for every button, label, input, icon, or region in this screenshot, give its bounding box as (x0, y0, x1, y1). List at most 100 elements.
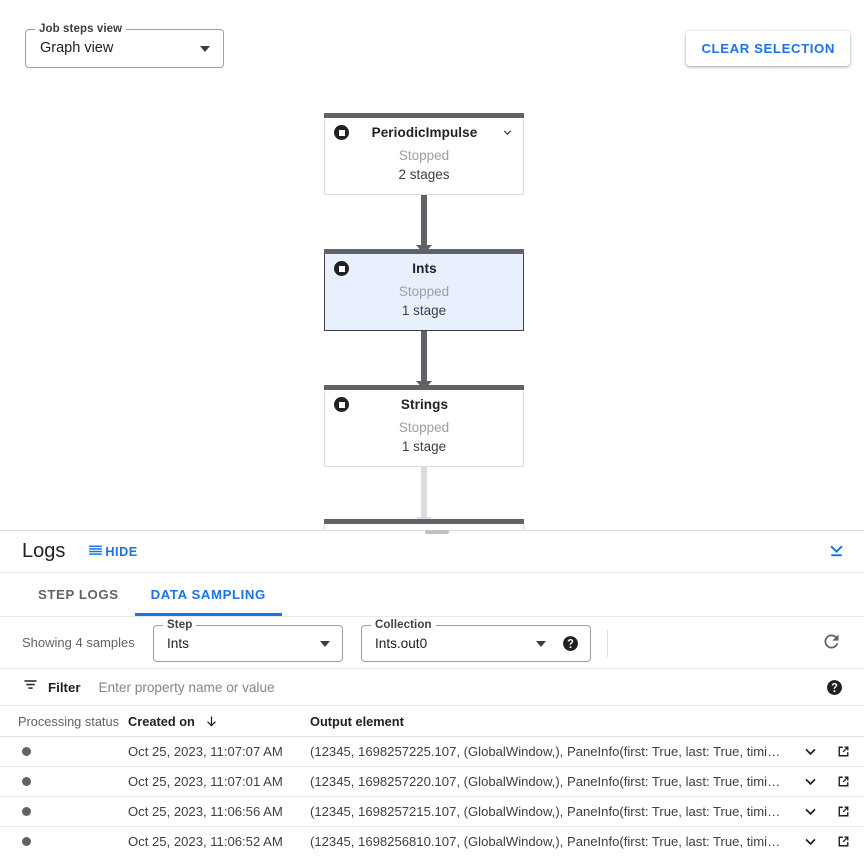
graph-edge-3 (416, 467, 432, 526)
row-output-element: (12345, 1698257225.107, (GlobalWindow,),… (310, 744, 792, 759)
node-stages: 2 stages (398, 167, 450, 182)
help-circle-icon (826, 680, 843, 699)
row-open-cell (828, 803, 864, 820)
node-status: Stopped (398, 284, 450, 299)
clear-selection-button[interactable]: CLEAR SELECTION (686, 31, 850, 66)
chevron-down-icon (801, 838, 820, 854)
controls-divider (607, 630, 608, 657)
sampling-controls: Showing 4 samples Step Ints Collection I… (0, 617, 864, 669)
samples-table: Processing status Created on Output elem… (0, 706, 864, 856)
row-expand-button[interactable] (801, 802, 820, 821)
row-processing-status (0, 743, 128, 761)
job-steps-view-value: Graph view (40, 40, 114, 57)
row-processing-status (0, 803, 128, 821)
tab-data-sampling[interactable]: DATA SAMPLING (134, 573, 283, 616)
help-circle-icon[interactable] (562, 635, 579, 652)
column-header-created-on-label: Created on (128, 713, 195, 729)
step-select[interactable]: Step Ints (153, 619, 343, 662)
row-output-element: (12345, 1698256810.107, (GlobalWindow,),… (310, 834, 792, 849)
chevron-down-icon (320, 640, 330, 647)
job-steps-view-select[interactable]: Job steps view Graph view (25, 23, 224, 68)
row-expand-cell (792, 832, 828, 851)
logs-header: Logs HIDE (0, 531, 864, 573)
graph-canvas[interactable]: PeriodicImpulse Stopped 2 stages Ints (0, 0, 864, 531)
step-select-value: Ints (167, 635, 189, 651)
stop-circle-icon (334, 261, 349, 276)
row-open-in-new-button[interactable] (835, 803, 852, 820)
graph-node-ints[interactable]: Ints Stopped 1 stage (324, 249, 524, 331)
row-open-cell (828, 773, 864, 790)
row-open-cell (828, 833, 864, 850)
filter-bar: Filter (0, 669, 864, 706)
collapse-panel-button[interactable] (824, 540, 848, 564)
graph-node-offscreen[interactable] (324, 519, 524, 531)
graph-edge-2 (416, 331, 432, 390)
table-header-row: Processing status Created on Output elem… (0, 706, 864, 737)
chevron-down-icon (801, 778, 820, 794)
row-output-element: (12345, 1698257220.107, (GlobalWindow,),… (310, 774, 792, 789)
graph-node-periodicimpulse[interactable]: PeriodicImpulse Stopped 2 stages (324, 113, 524, 195)
collection-select-label: Collection (371, 619, 436, 631)
logs-panel: Logs HIDE (0, 531, 864, 856)
column-header-created-on[interactable]: Created on (128, 714, 310, 729)
table-row[interactable]: Oct 25, 2023, 11:06:56 AM (12345, 169825… (0, 797, 864, 827)
row-processing-status (0, 773, 128, 791)
row-open-cell (828, 743, 864, 760)
collapse-down-icon (826, 540, 847, 564)
tab-step-logs[interactable]: STEP LOGS (22, 573, 135, 616)
filter-help-button[interactable] (826, 679, 843, 696)
table-row[interactable]: Oct 25, 2023, 11:06:52 AM (12345, 169825… (0, 827, 864, 856)
row-open-in-new-button[interactable] (835, 743, 852, 760)
logs-tabs: STEP LOGS DATA SAMPLING (0, 573, 864, 617)
hide-logs-label: HIDE (105, 544, 138, 559)
filter-list-icon (22, 676, 39, 698)
filter-input[interactable] (98, 679, 699, 695)
open-in-new-icon (835, 806, 852, 823)
showing-samples-text: Showing 4 samples (22, 635, 135, 650)
step-select-label: Step (163, 619, 197, 631)
row-open-in-new-button[interactable] (835, 773, 852, 790)
row-expand-button[interactable] (801, 772, 820, 791)
refresh-button[interactable] (819, 631, 843, 655)
node-header: Strings (325, 390, 523, 419)
node-status: Stopped (398, 420, 450, 435)
row-open-in-new-button[interactable] (835, 833, 852, 850)
row-processing-status (0, 833, 128, 851)
chevron-down-icon (536, 640, 546, 647)
pane-resize-handle[interactable] (425, 530, 449, 534)
stop-circle-icon (334, 125, 349, 140)
row-created-on: Oct 25, 2023, 11:07:01 AM (128, 774, 283, 789)
node-stages: 1 stage (401, 439, 447, 454)
graph-node-strings[interactable]: Strings Stopped 1 stage (324, 385, 524, 467)
collection-select-value: Ints.out0 (375, 635, 428, 651)
table-row[interactable]: Oct 25, 2023, 11:07:07 AM (12345, 169825… (0, 737, 864, 767)
row-created-on: Oct 25, 2023, 11:07:07 AM (128, 744, 283, 759)
chevron-down-icon (801, 748, 820, 764)
row-expand-cell (792, 802, 828, 821)
row-expand-cell (792, 742, 828, 761)
job-graph-pane: Job steps view Graph view CLEAR SELECTIO… (0, 0, 864, 531)
status-dot-icon (22, 836, 31, 846)
filter-label: Filter (48, 679, 81, 695)
hide-logs-button[interactable]: HIDE (87, 542, 137, 562)
column-header-processing-status[interactable]: Processing status (18, 713, 120, 729)
row-expand-button[interactable] (801, 832, 820, 851)
chevron-down-icon (500, 397, 515, 412)
collection-select[interactable]: Collection Ints.out0 (361, 619, 591, 662)
row-expand-cell (792, 772, 828, 791)
stop-circle-icon (334, 397, 349, 412)
table-row[interactable]: Oct 25, 2023, 11:07:01 AM (12345, 169825… (0, 767, 864, 797)
column-header-output-element[interactable]: Output element (310, 713, 404, 729)
logs-title: Logs (22, 540, 66, 562)
chevron-down-icon[interactable] (500, 125, 515, 140)
row-expand-button[interactable] (801, 742, 820, 761)
status-dot-icon (22, 746, 31, 756)
node-status-bar (324, 113, 524, 118)
node-title: Strings (400, 397, 449, 412)
row-created-on: Oct 25, 2023, 11:06:52 AM (128, 834, 283, 849)
node-status: Stopped (398, 148, 450, 163)
node-stages: 1 stage (401, 303, 447, 318)
node-status-bar (324, 385, 524, 390)
node-status-bar (324, 519, 524, 524)
